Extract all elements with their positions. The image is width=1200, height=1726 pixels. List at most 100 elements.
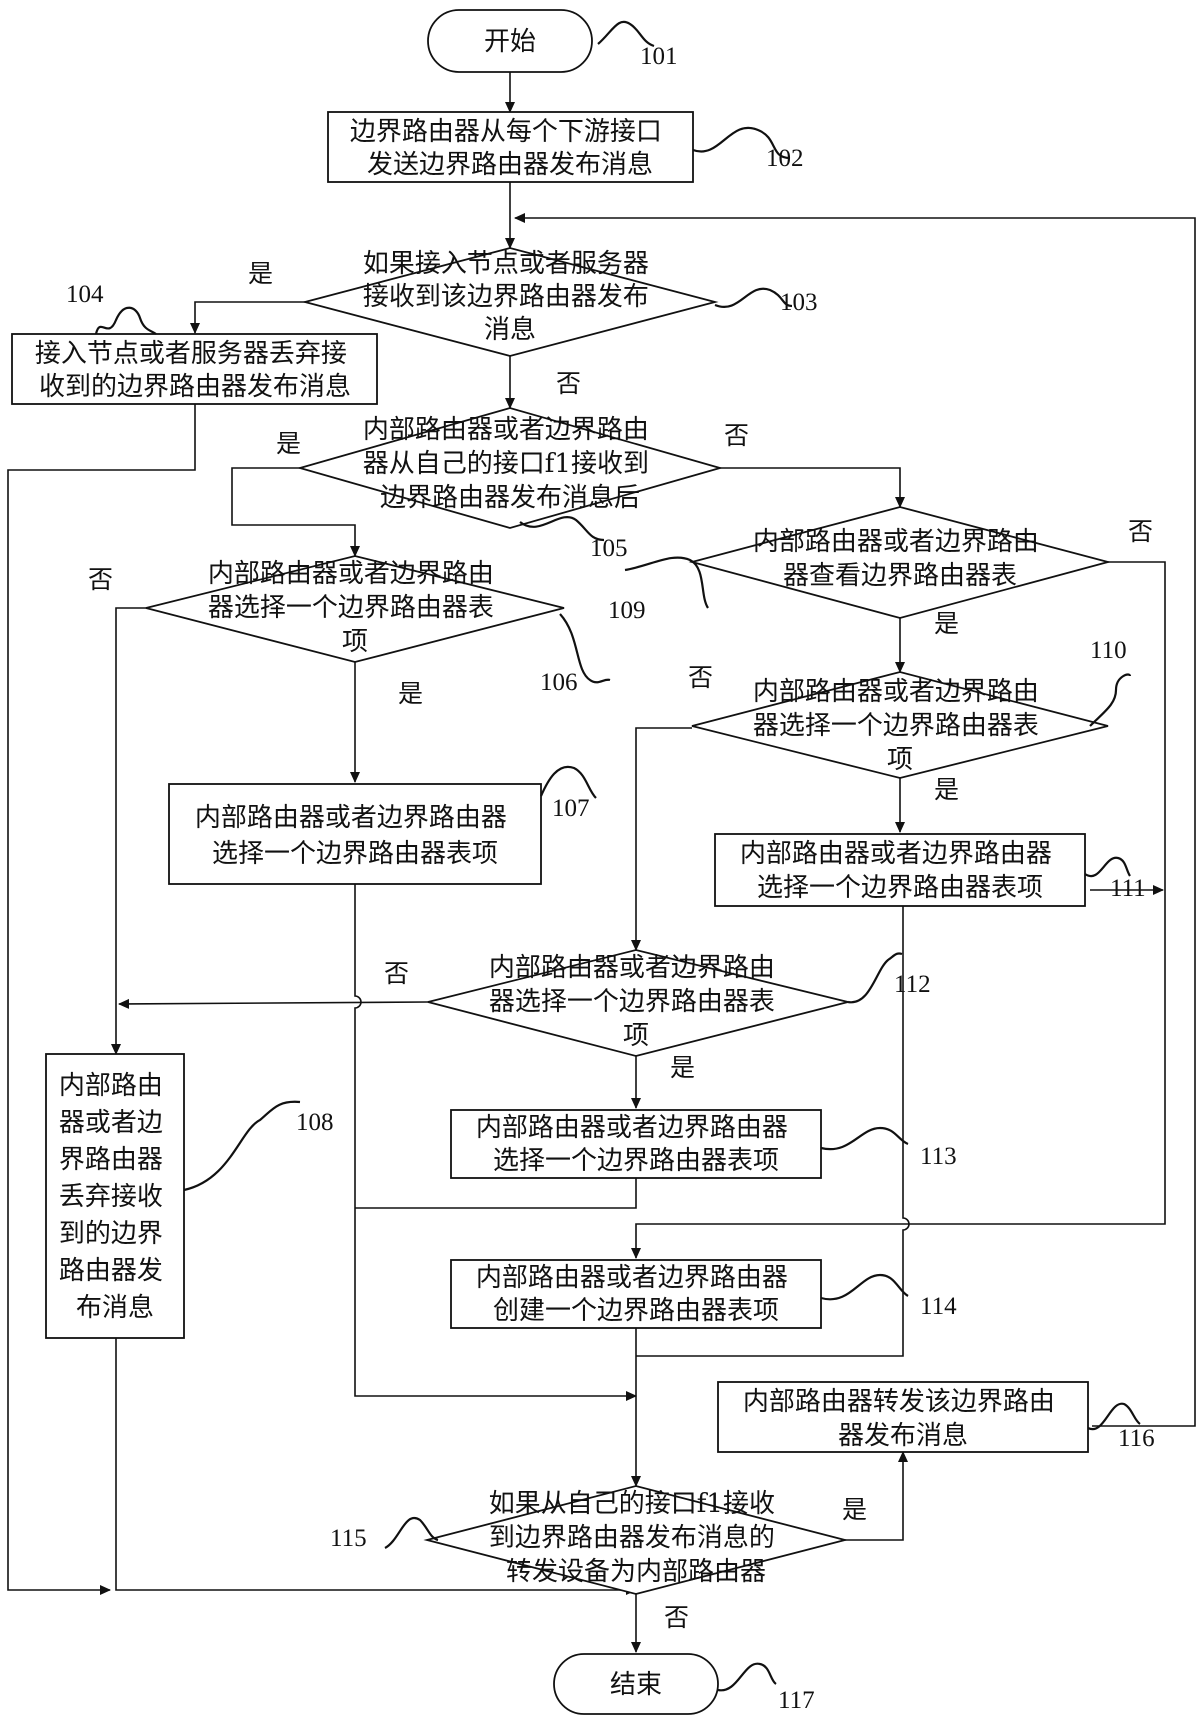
label-103-no: 否 [556, 371, 581, 398]
node-105-text: 内部路由器或者边界路由 器从自己的接口f1接收到 边界路由器发布消息后 [363, 415, 657, 513]
leader-103 [714, 287, 793, 308]
node-102-text: 边界路由器从每个下游接口 发送边界路由器发布消息 [350, 117, 670, 180]
connectors [7, 72, 1196, 1653]
ref-116: 116 [1118, 1425, 1155, 1452]
leader-109 [624, 556, 709, 609]
start-terminal [427, 9, 593, 73]
node-114-box [450, 1259, 822, 1329]
node-110-text: 内部路由器或者边界路由 器选择一个边界路由器表 项 [753, 677, 1047, 775]
node-116-box [717, 1381, 1089, 1453]
end-text: 结束 [610, 1670, 662, 1700]
ref-113: 113 [920, 1143, 957, 1170]
node-108-box [45, 1053, 185, 1339]
edge-103-104 [190, 301, 305, 334]
ref-107: 107 [552, 795, 590, 822]
edge-labels: 是 否 是 否 否 是 否 是 否 是 否 是 是 否 [88, 261, 1153, 1632]
edge-105-106 [231, 467, 360, 557]
node-112-text: 内部路由器或者边界路由 器选择一个边界路由器表 项 [489, 953, 783, 1051]
ref-117: 117 [778, 1687, 815, 1714]
node-109-diamond [688, 506, 1112, 619]
node-106-diamond [145, 555, 565, 663]
edge-112-no [118, 998, 429, 1009]
node-116-text: 内部路由器转发该边界路由 器发布消息 [743, 1387, 1063, 1451]
label-109-yes: 是 [934, 611, 959, 638]
ref-109: 109 [608, 597, 646, 624]
node-104-box [11, 333, 378, 405]
leader-105 [519, 516, 605, 542]
node-texts: 开始 边界路由器从每个下游接口 发送边界路由器发布消息 如果接入节点或者服务器 … [35, 27, 1063, 1700]
node-115-text: 如果从自己的接口f1接收 到边界路由器发布消息的 转发设备为内部路由器 [489, 1489, 783, 1587]
label-112-yes: 是 [670, 1055, 695, 1082]
ref-115: 115 [330, 1525, 367, 1552]
node-115-diamond [423, 1485, 849, 1595]
node-114-text: 内部路由器或者边界路由器 创建一个边界路由器表项 [476, 1263, 796, 1326]
leader-111 [1084, 856, 1131, 878]
label-115-no: 否 [664, 1605, 689, 1632]
leader-117 [717, 1662, 777, 1692]
ref-101: 101 [640, 43, 678, 70]
edge-105-109 [720, 467, 905, 508]
leader-102 [692, 126, 791, 160]
label-106-yes: 是 [398, 681, 423, 708]
edge-104-end [7, 404, 196, 1595]
ref-114: 114 [920, 1293, 957, 1320]
leader-115 [384, 1516, 439, 1549]
reference-numbers: 101 102 103 104 105 106 107 108 109 110 … [66, 43, 1155, 1714]
start-text: 开始 [484, 27, 536, 57]
edge-111-merge [636, 906, 910, 1357]
node-107-box [168, 783, 542, 885]
node-111-text: 内部路由器或者边界路由器 选择一个边界路由器表项 [740, 839, 1060, 903]
label-109-no: 否 [1128, 519, 1153, 546]
node-102-box [327, 111, 694, 183]
node-110-diamond [691, 671, 1109, 779]
ref-102: 102 [766, 145, 804, 172]
reference-leaders [94, 20, 1141, 1692]
leader-104 [94, 306, 157, 335]
edge-107-merge [354, 884, 637, 1401]
node-104-text: 接入节点或者服务器丢弃接 收到的边界路由器发布消息 [35, 339, 355, 402]
node-108-text: 内部路由 器或者边 界路由器 丢弃接收 到的边界 路由器发 布消息 [59, 1071, 171, 1323]
edge-116-loopback [514, 213, 1196, 1427]
shapes [11, 9, 1112, 1715]
edge-115-116 [845, 1451, 908, 1541]
node-113-box [450, 1109, 822, 1179]
edge-113-merge [355, 1178, 637, 1209]
ref-104: 104 [66, 281, 104, 308]
label-105-no: 否 [724, 423, 749, 450]
end-terminal [553, 1653, 719, 1715]
node-107-text: 内部路由器或者边界路由器 选择一个边界路由器表项 [195, 803, 515, 869]
ref-106: 106 [540, 669, 578, 696]
leader-112 [847, 952, 903, 1004]
label-103-yes: 是 [248, 261, 273, 288]
node-113-text: 内部路由器或者边界路由器 选择一个边界路由器表项 [476, 1113, 796, 1176]
node-106-text: 内部路由器或者边界路由 器选择一个边界路由器表 项 [208, 559, 502, 657]
edge-108-end [115, 1338, 637, 1595]
leader-108 [183, 1100, 301, 1192]
label-112-no: 否 [384, 961, 409, 988]
edge-109-114 [631, 561, 1166, 1259]
edge-106-108 [111, 607, 146, 1055]
label-115-yes: 是 [842, 1497, 867, 1524]
label-110-yes: 是 [934, 777, 959, 804]
edge-110-112 [631, 727, 692, 951]
leader-107 [539, 765, 597, 799]
ref-112: 112 [894, 971, 931, 998]
label-110-no: 否 [688, 665, 713, 692]
ref-108: 108 [296, 1109, 334, 1136]
node-109-text: 内部路由器或者边界路由 器查看边界路由器表 [753, 527, 1047, 591]
ref-103: 103 [780, 289, 818, 316]
node-103-diamond [301, 247, 719, 357]
leader-113 [820, 1126, 909, 1151]
leader-114 [820, 1273, 909, 1301]
leader-110 [1089, 673, 1132, 727]
leader-101 [597, 20, 655, 48]
node-105-diamond [296, 407, 724, 529]
ref-110: 110 [1090, 637, 1127, 664]
node-111-box [714, 833, 1086, 907]
leader-116 [1087, 1402, 1141, 1431]
ref-105: 105 [590, 535, 628, 562]
leader-106 [559, 613, 611, 684]
node-103-text: 如果接入节点或者服务器 接收到该边界路由器发布 消息 [363, 249, 657, 345]
ref-111: 111 [1110, 875, 1146, 902]
